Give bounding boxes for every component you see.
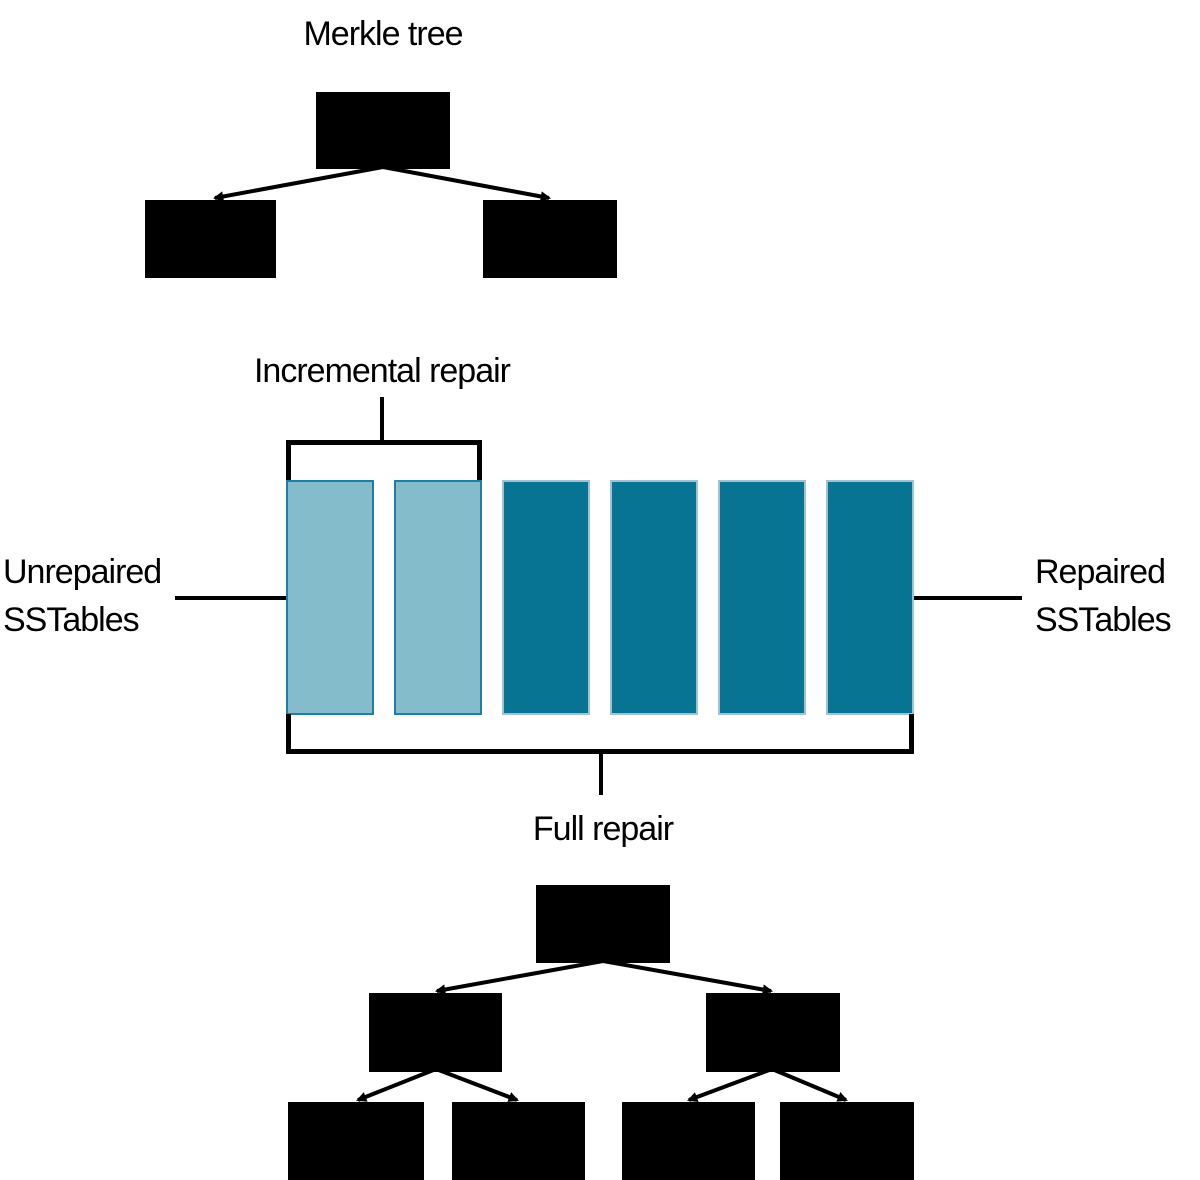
sstable-repaired <box>502 480 590 715</box>
repaired-label-line1: Repaired <box>1035 553 1166 591</box>
merkle-node <box>706 993 840 1072</box>
full-repair-stem <box>599 752 603 795</box>
merkle-node <box>452 1102 585 1180</box>
full-repair-bracket <box>286 714 914 754</box>
merkle-node <box>145 200 276 278</box>
merkle-node <box>483 200 617 278</box>
sstable-repaired <box>718 480 806 715</box>
merkle-node <box>622 1102 755 1180</box>
sstable-unrepaired <box>394 480 482 715</box>
unrepaired-label-line1: Unrepaired <box>3 553 162 591</box>
incremental-repair-label: Incremental repair <box>253 352 511 390</box>
merkle-node <box>536 885 670 963</box>
merkle-node <box>369 993 502 1072</box>
full-repair-label: Full repair <box>532 810 674 848</box>
merkle-node <box>780 1102 914 1180</box>
incremental-repair-stem <box>380 397 384 443</box>
unrepaired-connector-line <box>175 596 286 600</box>
sstable-repaired <box>610 480 698 715</box>
merkle-tree-title: Merkle tree <box>303 15 463 53</box>
unrepaired-label-line2: SSTables <box>3 601 140 639</box>
sstable-unrepaired <box>286 480 374 715</box>
sstable-repaired <box>826 480 914 715</box>
merkle-node <box>316 92 450 169</box>
incremental-repair-bracket <box>286 440 482 482</box>
unrepaired-sstables-label: Unrepaired SSTables <box>3 548 162 644</box>
merkle-node <box>288 1102 424 1180</box>
repaired-connector-line <box>914 596 1022 600</box>
repaired-label-line2: SSTables <box>1035 601 1172 639</box>
repaired-sstables-label: Repaired SSTables <box>1035 548 1172 644</box>
